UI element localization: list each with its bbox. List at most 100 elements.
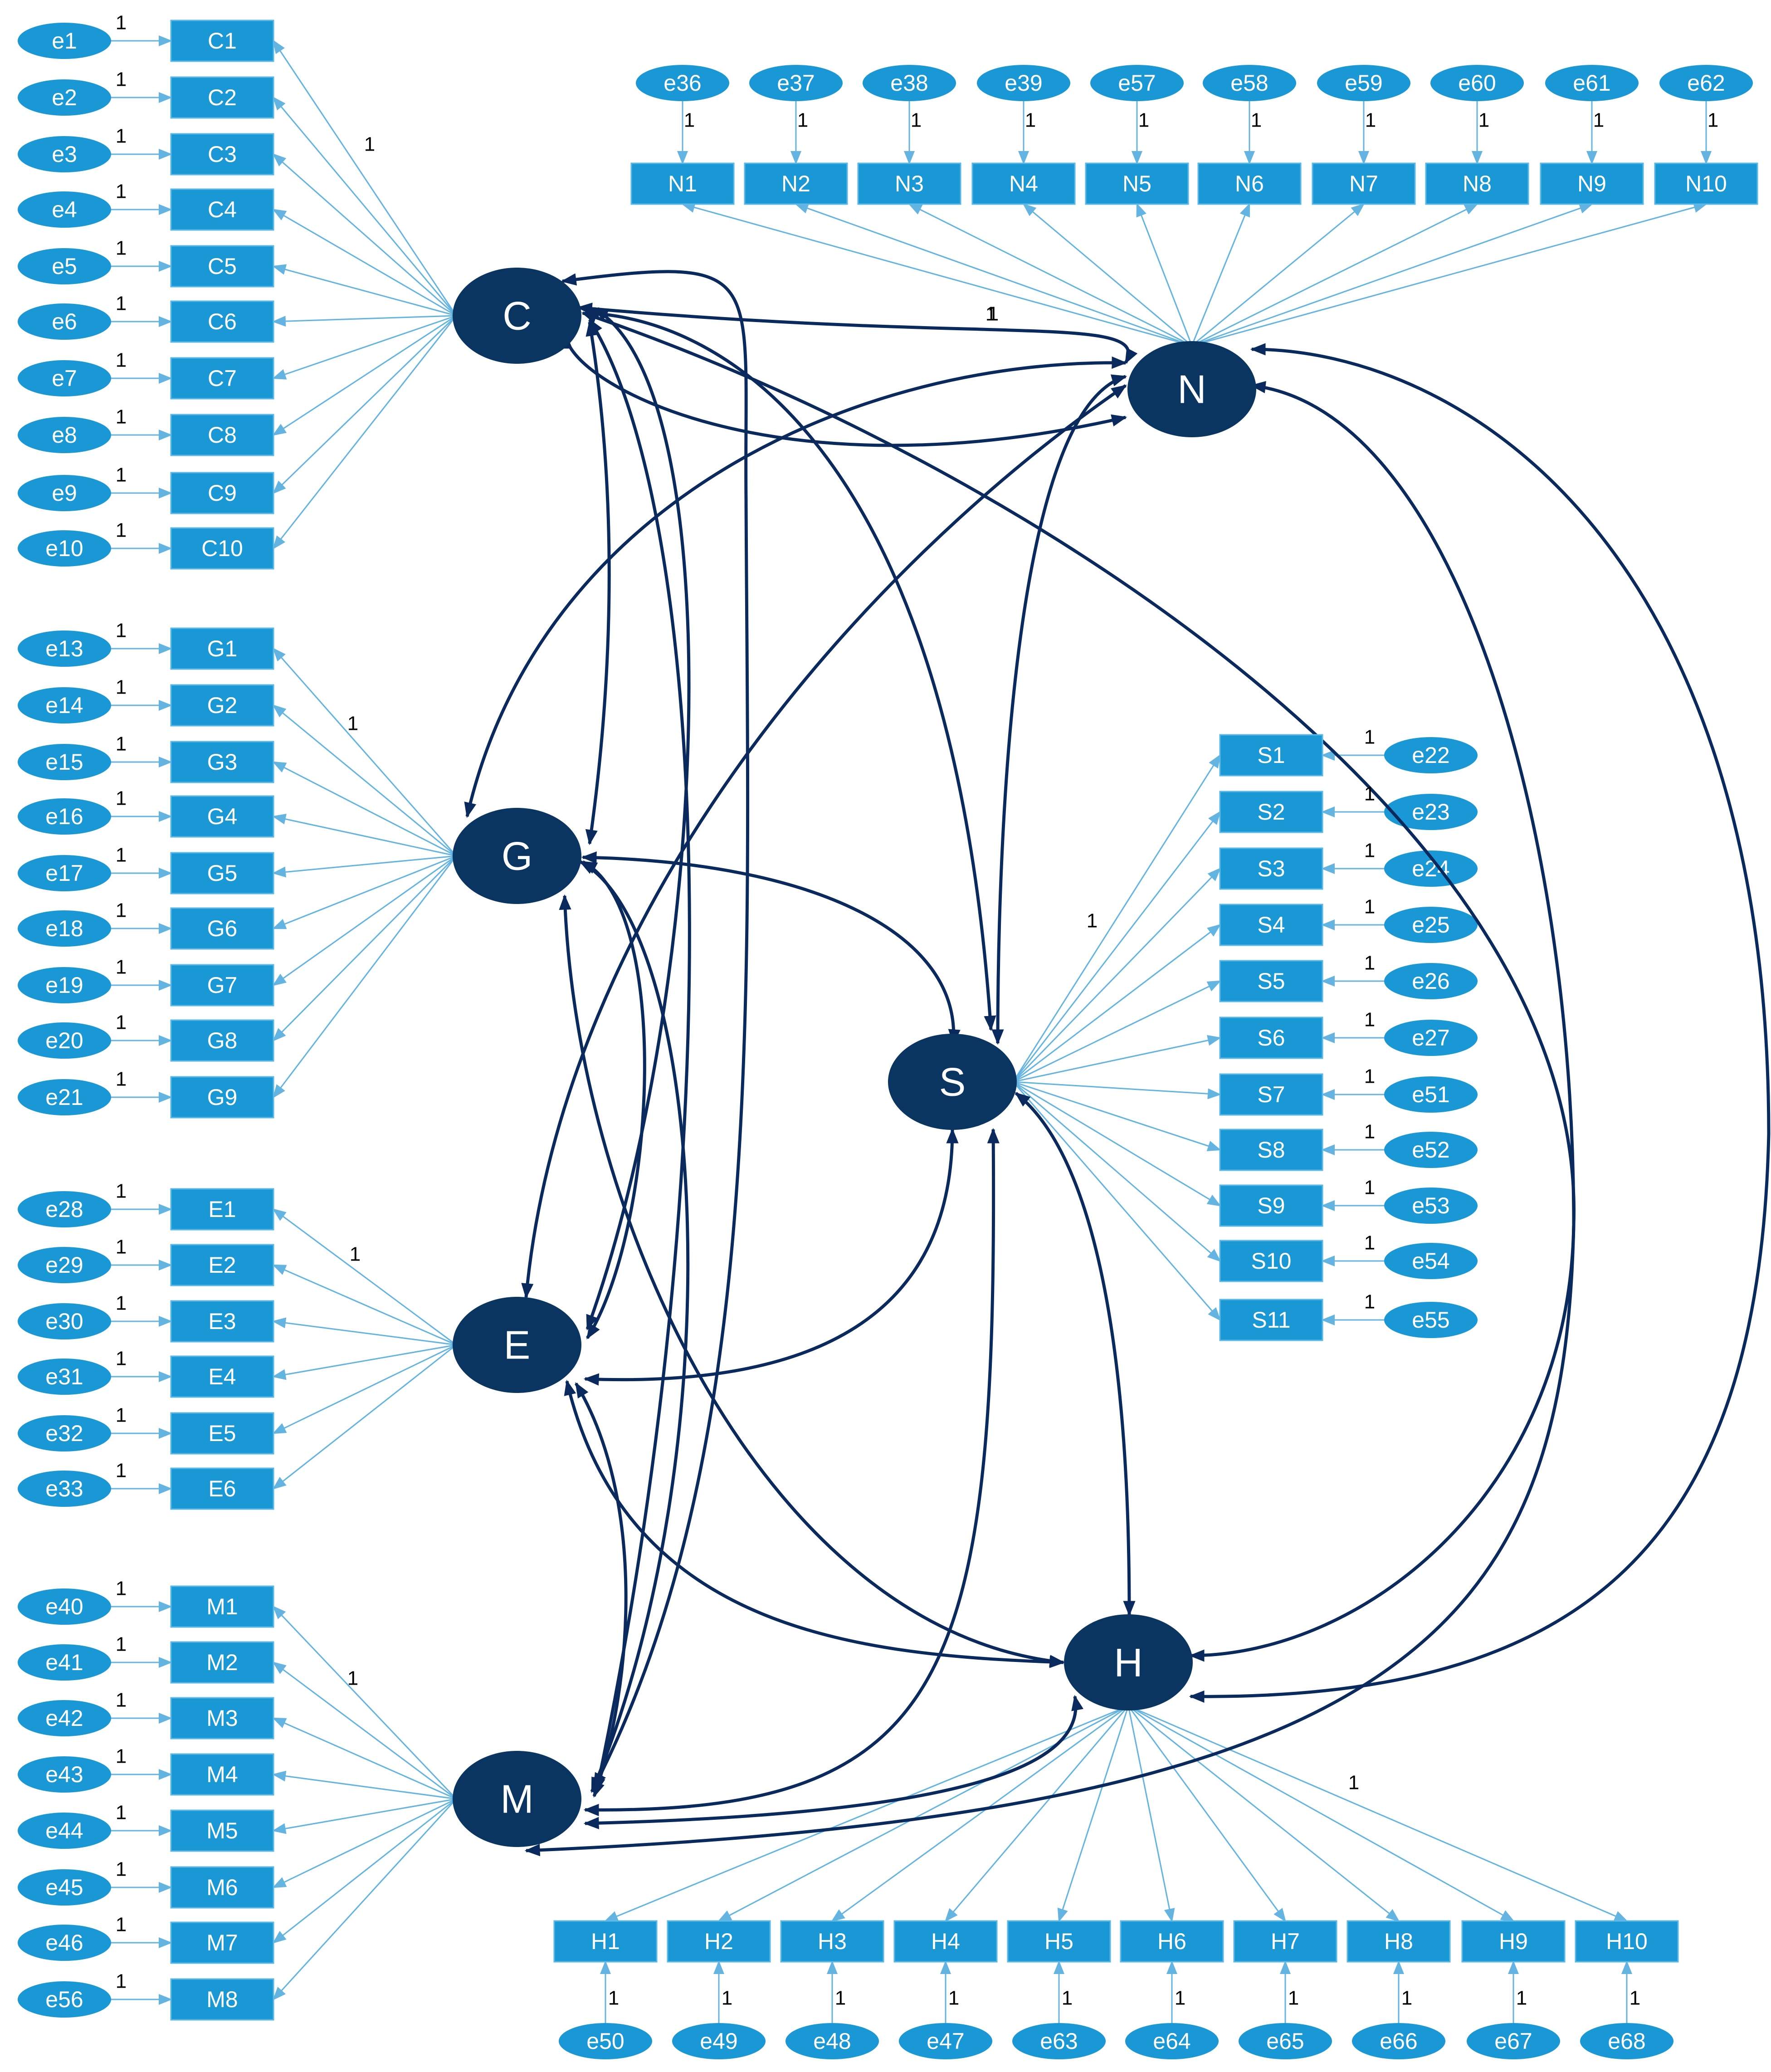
error-weight-label: 1 xyxy=(1478,109,1489,132)
covariance-path xyxy=(576,303,1138,365)
error-weight-label: 1 xyxy=(1251,109,1262,132)
loading-path-S5 xyxy=(1013,980,1221,1083)
error-weight-label: 1 xyxy=(116,1180,127,1202)
error-term-e55 xyxy=(1384,1302,1478,1338)
loading-path-G1 xyxy=(273,647,457,856)
loading-path-C8 xyxy=(272,315,457,436)
error-label-e14: e14 xyxy=(45,693,83,718)
loading-path-S9 xyxy=(1013,1081,1221,1207)
indicator-N3 xyxy=(857,162,961,205)
loading-path-C4 xyxy=(272,209,457,317)
error-weight-label: 1 xyxy=(1364,1177,1375,1199)
error-weight-label: 1 xyxy=(116,12,127,34)
indicator-label-N5: N5 xyxy=(1122,171,1151,196)
loading-path-N5 xyxy=(1136,203,1193,346)
error-term-e9 xyxy=(18,475,111,511)
indicator-G9 xyxy=(170,1076,274,1119)
indicator-label-C2: C2 xyxy=(208,85,237,110)
loading-path-N9 xyxy=(1191,203,1593,347)
error-label-e46: e46 xyxy=(45,1930,83,1955)
error-label-e47: e47 xyxy=(927,2028,964,2054)
error-term-e52 xyxy=(1384,1132,1478,1168)
error-term-e13 xyxy=(18,630,111,667)
error-weight-label: 1 xyxy=(116,1858,127,1881)
error-weight-label: 1 xyxy=(116,464,127,486)
error-label-e37: e37 xyxy=(777,70,815,96)
loading-weight-label-G: 1 xyxy=(347,713,358,735)
indicator-E6 xyxy=(170,1467,274,1510)
loading-path-N8 xyxy=(1191,203,1478,347)
error-label-e13: e13 xyxy=(45,636,83,661)
indicator-S11 xyxy=(1219,1299,1323,1341)
covariance-path xyxy=(585,320,611,845)
error-weight-label: 1 xyxy=(116,237,127,259)
loading-weight-label-C: 1 xyxy=(364,133,375,156)
error-label-e5: e5 xyxy=(52,254,77,279)
error-label-e67: e67 xyxy=(1494,2028,1532,2054)
covariance-path xyxy=(1189,381,1576,1662)
latent-C xyxy=(453,268,581,364)
error-label-e45: e45 xyxy=(45,1875,83,1900)
error-label-e1: e1 xyxy=(52,28,77,54)
indicator-label-S4: S4 xyxy=(1257,912,1285,938)
error-weight-label: 1 xyxy=(116,1460,127,1482)
error-term-e39 xyxy=(977,65,1070,101)
latent-label-E: E xyxy=(504,1323,531,1368)
indicator-E1 xyxy=(170,1188,274,1231)
error-term-e47 xyxy=(899,2023,992,2059)
loading-path-M1 xyxy=(272,1605,457,1800)
error-label-e38: e38 xyxy=(890,70,928,96)
error-weight-label: 1 xyxy=(1062,1987,1073,2009)
indicator-E4 xyxy=(170,1355,274,1398)
indicator-C1 xyxy=(170,20,274,62)
error-weight-label: 1 xyxy=(116,733,127,755)
error-term-e17 xyxy=(18,855,111,891)
covariance-path xyxy=(1189,343,1771,1703)
error-label-e54: e54 xyxy=(1412,1248,1449,1274)
error-label-e65: e65 xyxy=(1266,2028,1304,2054)
indicator-C10 xyxy=(170,527,274,570)
error-weight-label: 1 xyxy=(1708,109,1718,132)
error-label-e21: e21 xyxy=(45,1085,83,1110)
indicator-label-H7: H7 xyxy=(1271,1929,1300,1954)
error-term-e59 xyxy=(1317,65,1410,101)
indicator-label-C8: C8 xyxy=(208,422,237,448)
error-label-e17: e17 xyxy=(45,860,83,886)
indicator-S6 xyxy=(1219,1016,1323,1059)
loading-path-C9 xyxy=(272,315,457,494)
loading-path-H1 xyxy=(604,1705,1129,1922)
latent-label-G: G xyxy=(502,834,532,879)
error-term-e28 xyxy=(18,1191,111,1227)
indicator-label-E6: E6 xyxy=(208,1476,236,1501)
indicator-label-E5: E5 xyxy=(208,1421,236,1446)
error-weight-label: 1 xyxy=(116,349,127,371)
loading-weight-label-H: 1 xyxy=(1348,1772,1359,1794)
indicator-H9 xyxy=(1461,1920,1566,1963)
indicator-G1 xyxy=(170,627,274,670)
covariance-layer xyxy=(464,270,1771,1857)
error-term-e46 xyxy=(18,1925,111,1961)
error-term-e23 xyxy=(1384,794,1478,830)
indicator-M5 xyxy=(170,1809,274,1852)
error-term-e56 xyxy=(18,1981,111,2018)
error-term-e62 xyxy=(1659,65,1753,101)
loading-path-N1 xyxy=(681,202,1192,347)
indicator-label-E3: E3 xyxy=(208,1309,236,1334)
indicator-H3 xyxy=(780,1920,884,1963)
error-term-e61 xyxy=(1545,65,1639,101)
loading-path-M3 xyxy=(272,1717,457,1800)
error-weight-label: 1 xyxy=(1364,1121,1375,1143)
error-label-e40: e40 xyxy=(45,1594,83,1619)
error-label-e16: e16 xyxy=(45,804,83,829)
error-term-e44 xyxy=(18,1813,111,1849)
error-label-e56: e56 xyxy=(45,1987,83,2012)
covariance-path xyxy=(583,1695,1083,1829)
loading-path-S10 xyxy=(1013,1081,1221,1262)
loading-path-E4 xyxy=(272,1344,457,1380)
loading-path-C10 xyxy=(273,315,457,550)
covariance-path xyxy=(581,851,961,1045)
indicator-N8 xyxy=(1425,162,1529,205)
indicator-G4 xyxy=(170,795,274,838)
error-term-e37 xyxy=(749,65,843,101)
indicator-S1 xyxy=(1219,734,1323,777)
